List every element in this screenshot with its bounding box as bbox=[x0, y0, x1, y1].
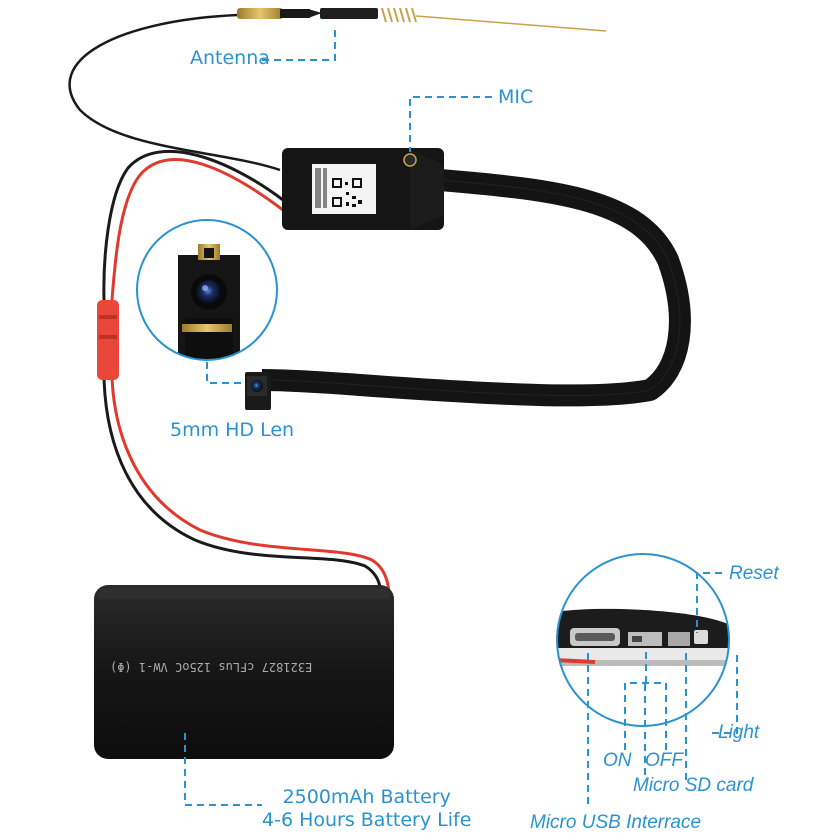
camera-module bbox=[282, 148, 444, 230]
battery-label: 2500mAh Battery 4-6 Hours Battery Life bbox=[262, 786, 471, 832]
lens-label: 5mm HD Len bbox=[170, 419, 295, 441]
on-label: ON bbox=[603, 750, 632, 771]
lens-closeup bbox=[136, 219, 278, 361]
leader-lines bbox=[184, 28, 738, 806]
ribbon-cable bbox=[261, 169, 691, 407]
battery-life-text: 4-6 Hours Battery Life bbox=[262, 809, 472, 831]
lens-board bbox=[245, 372, 271, 410]
battery bbox=[94, 585, 394, 759]
sd-card-label: Micro SD card bbox=[633, 775, 754, 796]
battery-capacity-text: 2500mAh Battery bbox=[282, 786, 451, 808]
usb-label: Micro USB Interrace bbox=[530, 812, 702, 833]
reset-label: Reset bbox=[729, 563, 779, 584]
antenna bbox=[68, 7, 607, 172]
antenna-label: Antenna bbox=[190, 47, 270, 69]
mic-label: MIC bbox=[498, 86, 534, 108]
power-wires bbox=[97, 150, 391, 601]
qr-code-icon bbox=[332, 178, 362, 207]
off-label: OFF bbox=[645, 750, 683, 771]
battery-print: E321827 cFLus 125oC VW-1 (Φ) bbox=[110, 660, 313, 674]
light-label: Light bbox=[718, 722, 760, 743]
